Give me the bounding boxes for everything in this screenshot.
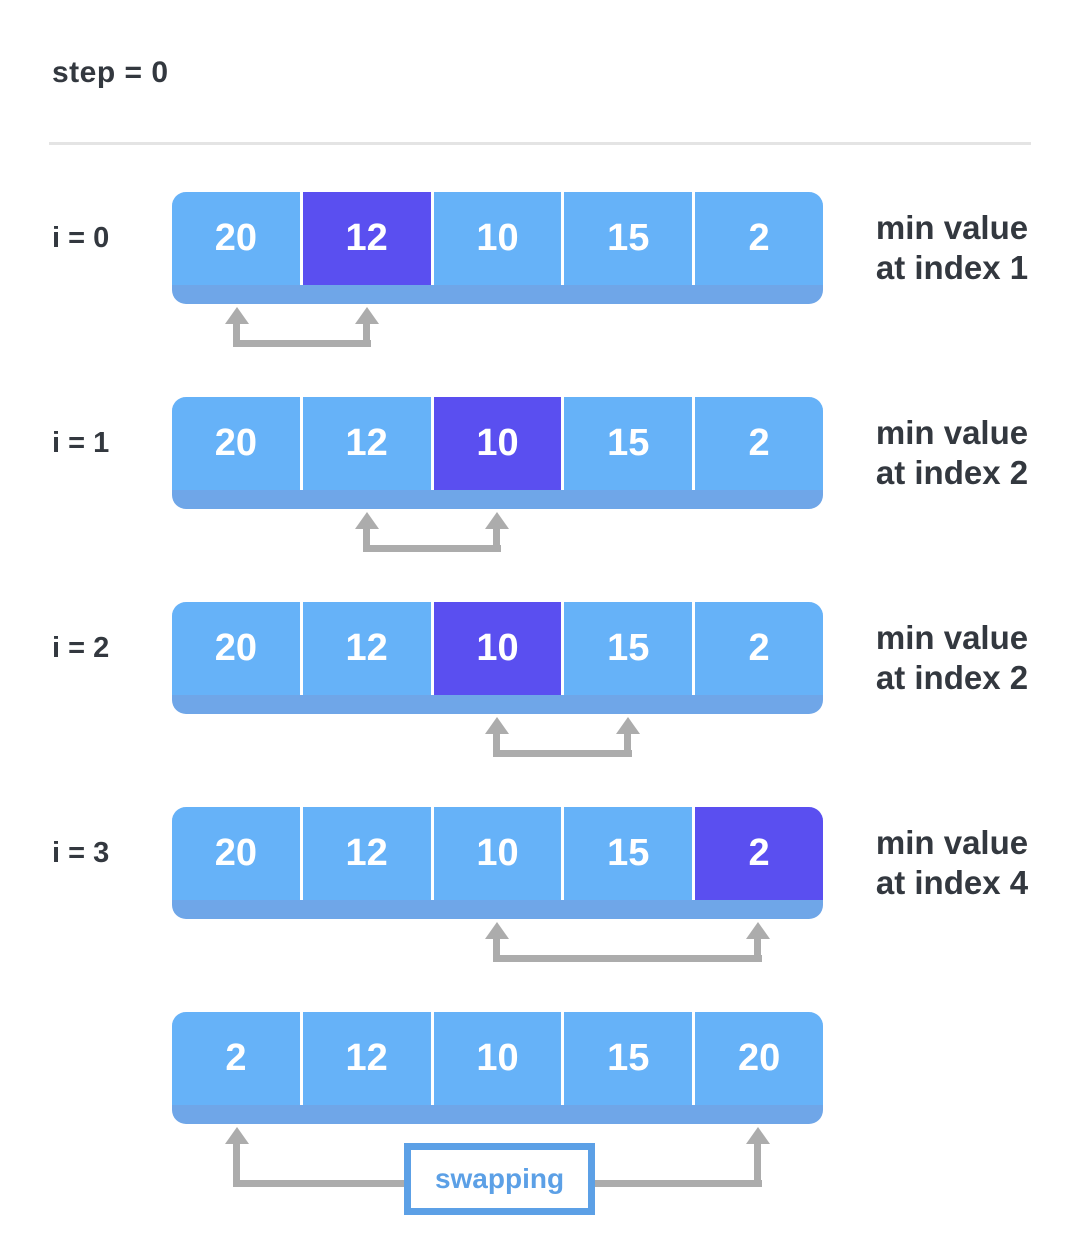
caption-line: at index 2 [875, 454, 1029, 491]
array-cell: 20 [172, 192, 300, 285]
divider-rule [49, 142, 1031, 145]
arrow-head-icon [616, 717, 640, 734]
arrow-head-icon [746, 922, 770, 939]
array-cells: 20 12 10 15 2 [172, 807, 823, 900]
array-cell: 2 [695, 397, 823, 490]
sort-step-row: i = 0 20 12 10 15 2 min value at index 1 [0, 192, 1080, 347]
array-cell: 12 [302, 192, 431, 285]
array-cell: 12 [302, 397, 431, 490]
array-cell: 15 [564, 602, 693, 695]
array-cell: 15 [564, 807, 693, 900]
arrow-head-icon [746, 1127, 770, 1144]
array-cell: 15 [564, 192, 693, 285]
arrow-bar [363, 527, 370, 552]
arrow-bar [493, 955, 762, 962]
array-cell: 10 [433, 602, 562, 695]
array-container: 2 12 10 15 20 [172, 1012, 823, 1124]
arrow-bar [233, 1142, 240, 1187]
arrow-bar [493, 750, 632, 757]
arrow-bar [624, 732, 631, 757]
array-cell: 10 [433, 397, 562, 490]
array-cell: 15 [564, 397, 693, 490]
arrow-head-icon [355, 307, 379, 324]
array-cells: 2 12 10 15 20 [172, 1012, 823, 1105]
array-cell: 15 [564, 1012, 693, 1105]
array-container: 20 12 10 15 2 [172, 192, 823, 304]
array-cell: 20 [172, 807, 300, 900]
array-container: 20 12 10 15 2 [172, 807, 823, 919]
iteration-label: i = 2 [52, 632, 110, 664]
arrow-bar [363, 545, 501, 552]
min-value-caption: min value at index 4 [847, 823, 1057, 903]
swap-label-box: swapping [404, 1143, 595, 1215]
sort-step-row: i = 1 20 12 10 15 2 min value at index 2 [0, 397, 1080, 552]
array-cells: 20 12 10 15 2 [172, 602, 823, 695]
array-cell: 10 [433, 807, 562, 900]
array-cell: 20 [695, 1012, 823, 1105]
array-container: 20 12 10 15 2 [172, 602, 823, 714]
array-cell: 10 [433, 192, 562, 285]
arrow-head-icon [225, 307, 249, 324]
arrow-bar [493, 937, 500, 962]
min-value-caption: min value at index 2 [847, 413, 1057, 493]
arrow-bar [754, 937, 761, 962]
array-container: 20 12 10 15 2 [172, 397, 823, 509]
caption-line: min value [875, 619, 1029, 656]
arrow-bar [754, 1142, 761, 1187]
arrow-bar [493, 732, 500, 757]
sort-result-row: 2 12 10 15 20 swapping [0, 1012, 1080, 1215]
arrow-bar [233, 322, 240, 347]
arrow-head-icon [225, 1127, 249, 1144]
sort-step-row: i = 2 20 12 10 15 2 min value at index 2 [0, 602, 1080, 757]
caption-line: at index 2 [875, 659, 1029, 696]
iteration-label: i = 1 [52, 427, 110, 459]
arrow-bar [493, 527, 500, 552]
arrow-head-icon [355, 512, 379, 529]
array-cell: 12 [302, 1012, 431, 1105]
min-value-caption: min value at index 1 [847, 208, 1057, 288]
arrow-head-icon [485, 512, 509, 529]
array-cell: 20 [172, 397, 300, 490]
swap-label: swapping [434, 1163, 565, 1194]
caption-line: min value [875, 414, 1029, 451]
array-cell: 2 [695, 192, 823, 285]
min-value-caption: min value at index 2 [847, 618, 1057, 698]
array-cells: 20 12 10 15 2 [172, 192, 823, 285]
array-cell: 20 [172, 602, 300, 695]
array-cell: 12 [302, 807, 431, 900]
arrow-bar [233, 340, 371, 347]
array-cell: 2 [172, 1012, 300, 1105]
caption-line: at index 4 [875, 864, 1029, 901]
array-cell: 12 [302, 602, 431, 695]
arrow-head-icon [485, 922, 509, 939]
array-cell: 2 [695, 602, 823, 695]
caption-line: min value [875, 209, 1029, 246]
caption-line: at index 1 [875, 249, 1029, 286]
step-title: step = 0 [52, 56, 169, 89]
array-cells: 20 12 10 15 2 [172, 397, 823, 490]
array-cell: 10 [433, 1012, 562, 1105]
iteration-label: i = 0 [52, 222, 110, 254]
sort-step-row: i = 3 20 12 10 15 2 min value at index 4 [0, 807, 1080, 962]
arrow-bar [363, 322, 370, 347]
arrow-head-icon [485, 717, 509, 734]
iteration-label: i = 3 [52, 837, 110, 869]
array-cell: 2 [695, 807, 823, 900]
caption-line: min value [875, 824, 1029, 861]
